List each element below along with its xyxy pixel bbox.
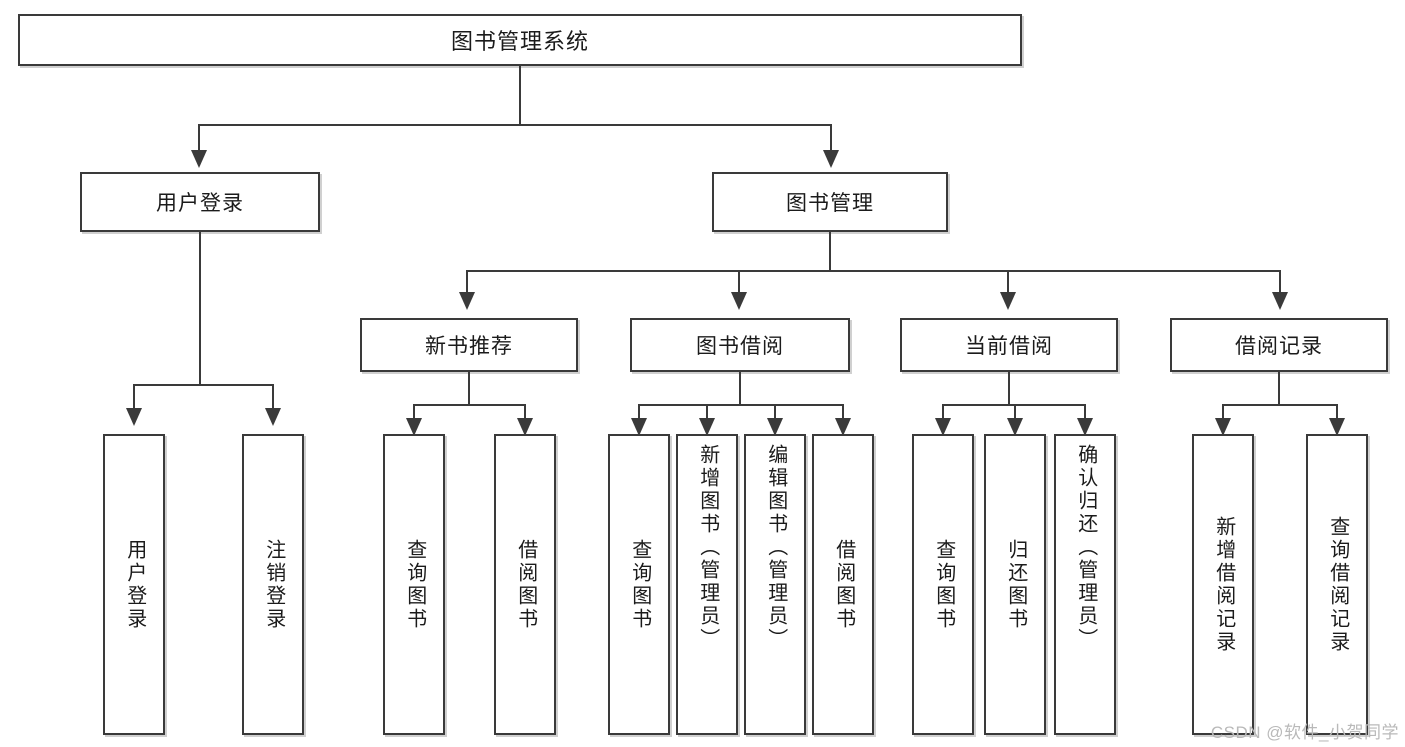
connector-root-to-user-login [198, 124, 200, 152]
arrowhead-bb-to-leaf-4 [835, 418, 851, 436]
leaf-query-book-2[interactable]: 查询图书 [608, 434, 670, 735]
connector-cb-to-leaf-2 [1014, 404, 1016, 422]
leaf-label: 借阅图书 [832, 538, 855, 631]
arrowhead-new-book-to-leaf-2 [517, 418, 533, 436]
connector-br-to-leaf-1 [1222, 404, 1224, 422]
node-label: 当前借阅 [965, 335, 1053, 358]
connector-borrow-record-bus [1222, 404, 1336, 406]
connector-user-login-to-leaf-2 [272, 384, 274, 410]
arrowhead-user-login-to-leaf-2 [265, 408, 281, 426]
leaf-label: 注销登录 [262, 538, 285, 631]
node-label: 借阅记录 [1235, 335, 1323, 358]
connector-root-to-book-management [830, 124, 832, 152]
leaf-confirm-return-admin[interactable]: 确认归还（管理员） [1054, 434, 1116, 735]
leaf-label: 归还图书 [1004, 538, 1027, 631]
leaf-borrow-book-2[interactable]: 借阅图书 [812, 434, 874, 735]
connector-bm-to-borrow-record [1279, 270, 1281, 294]
arrowhead-cb-to-leaf-3 [1077, 418, 1093, 436]
leaf-label: 查询借阅记录 [1326, 515, 1349, 654]
connector-user-login-to-leaf-1 [133, 384, 135, 410]
connector-book-borrow-bus [638, 404, 842, 406]
leaf-query-book-3[interactable]: 查询图书 [912, 434, 974, 735]
node-new-book-recommend[interactable]: 新书推荐 [360, 318, 578, 372]
leaf-label: 新增图书（管理员） [696, 444, 719, 651]
arrowhead-br-to-leaf-2 [1329, 418, 1345, 436]
leaf-label: 查询图书 [932, 538, 955, 631]
connector-bb-to-leaf-1 [638, 404, 640, 422]
arrowhead-bb-to-leaf-2 [699, 418, 715, 436]
leaf-logout-login[interactable]: 注销登录 [242, 434, 304, 735]
node-label: 图书管理系统 [450, 29, 589, 54]
leaf-add-book-admin[interactable]: 新增图书（管理员） [676, 434, 738, 735]
node-root-book-management-system[interactable]: 图书管理系统 [18, 14, 1022, 66]
leaf-label: 新增借阅记录 [1212, 515, 1235, 654]
leaf-label: 确认归还（管理员） [1074, 444, 1097, 651]
arrowhead-bb-to-leaf-3 [767, 418, 783, 436]
arrowhead-bb-to-leaf-1 [631, 418, 647, 436]
node-label: 图书借阅 [696, 335, 784, 358]
arrowhead-bm-to-current-borrow [1000, 292, 1016, 310]
leaf-query-borrow-record[interactable]: 查询借阅记录 [1306, 434, 1368, 735]
connector-book-management-stem [829, 232, 831, 270]
arrowhead-root-to-book-management [823, 150, 839, 168]
leaf-query-book-1[interactable]: 查询图书 [383, 434, 445, 735]
connector-book-management-bus [466, 270, 1280, 272]
node-label: 新书推荐 [425, 335, 513, 358]
connector-current-borrow-bus [942, 404, 1084, 406]
connector-br-to-leaf-2 [1336, 404, 1338, 422]
leaf-borrow-book-1[interactable]: 借阅图书 [494, 434, 556, 735]
connector-bb-to-leaf-2 [706, 404, 708, 422]
connector-user-login-stem [199, 232, 201, 384]
arrowhead-user-login-to-leaf-1 [126, 408, 142, 426]
connector-new-book-to-leaf-1 [413, 404, 415, 422]
node-label: 用户登录 [156, 192, 244, 215]
leaf-label: 用户登录 [123, 538, 146, 631]
node-current-borrow[interactable]: 当前借阅 [900, 318, 1118, 372]
connector-root-stem [519, 66, 521, 124]
connector-current-borrow-stem [1008, 372, 1010, 404]
connector-bm-to-new-book [466, 270, 468, 294]
leaf-edit-book-admin[interactable]: 编辑图书（管理员） [744, 434, 806, 735]
arrowhead-new-book-to-leaf-1 [406, 418, 422, 436]
arrowhead-cb-to-leaf-1 [935, 418, 951, 436]
node-book-management[interactable]: 图书管理 [712, 172, 948, 232]
arrowhead-cb-to-leaf-2 [1007, 418, 1023, 436]
connector-new-book-stem [468, 372, 470, 404]
connector-cb-to-leaf-1 [942, 404, 944, 422]
connector-bb-to-leaf-3 [774, 404, 776, 422]
connector-user-login-bus [133, 384, 273, 386]
connector-borrow-record-stem [1278, 372, 1280, 404]
leaf-label: 借阅图书 [514, 538, 537, 631]
leaf-user-login[interactable]: 用户登录 [103, 434, 165, 735]
connector-new-book-bus [413, 404, 525, 406]
connector-bm-to-book-borrow [738, 270, 740, 294]
leaf-add-borrow-record[interactable]: 新增借阅记录 [1192, 434, 1254, 735]
connector-new-book-to-leaf-2 [524, 404, 526, 422]
node-label: 图书管理 [786, 192, 874, 215]
leaf-return-book[interactable]: 归还图书 [984, 434, 1046, 735]
arrowhead-br-to-leaf-1 [1215, 418, 1231, 436]
connector-bm-to-current-borrow [1007, 270, 1009, 294]
arrowhead-root-to-user-login [191, 150, 207, 168]
node-user-login[interactable]: 用户登录 [80, 172, 320, 232]
connector-cb-to-leaf-3 [1084, 404, 1086, 422]
arrowhead-bm-to-book-borrow [731, 292, 747, 310]
leaf-label: 编辑图书（管理员） [764, 444, 787, 651]
connector-bb-to-leaf-4 [842, 404, 844, 422]
leaf-label: 查询图书 [403, 538, 426, 631]
arrowhead-bm-to-borrow-record [1272, 292, 1288, 310]
node-book-borrow[interactable]: 图书借阅 [630, 318, 850, 372]
leaf-label: 查询图书 [628, 538, 651, 631]
connector-book-borrow-stem [739, 372, 741, 404]
node-borrow-record[interactable]: 借阅记录 [1170, 318, 1388, 372]
arrowhead-bm-to-new-book [459, 292, 475, 310]
connector-root-bus [198, 124, 832, 126]
